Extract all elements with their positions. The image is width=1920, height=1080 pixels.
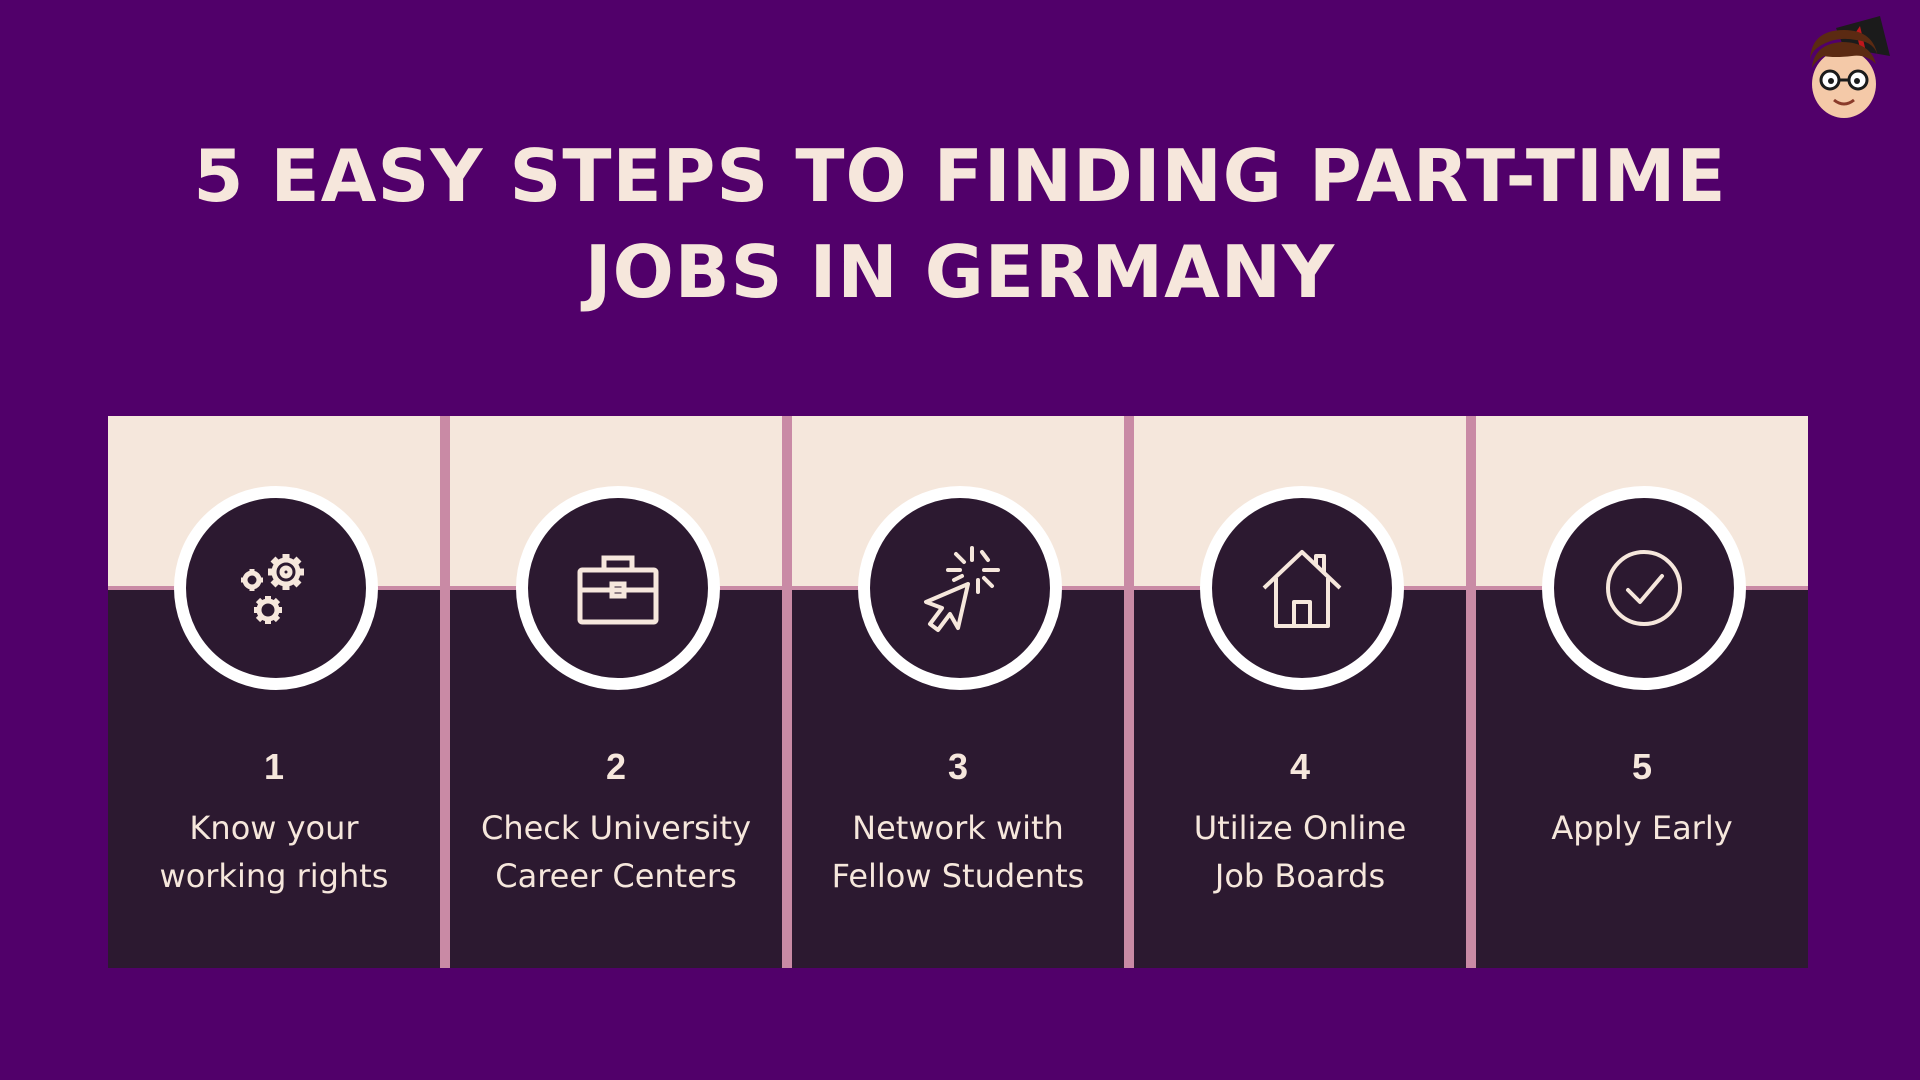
step-icon-circle — [1200, 486, 1404, 690]
step-label-line-2: working rights — [159, 857, 389, 895]
title-line-1: 5 EASY STEPS TO FINDING PART-TIME — [193, 134, 1727, 218]
step-label: Check University Career Centers — [460, 804, 772, 900]
gears-icon — [241, 554, 304, 624]
step-label-line-2: Career Centers — [495, 857, 737, 895]
step-label-line-2: Job Boards — [1214, 857, 1386, 895]
step-label-line-1: Know your — [189, 809, 359, 847]
step-number: 5 — [1631, 746, 1653, 787]
title-line-2: JOBS IN GERMANY — [584, 230, 1336, 314]
page-title: 5 EASY STEPS TO FINDING PART-TIME JOBS I… — [0, 128, 1920, 320]
step-icon-circle — [1542, 486, 1746, 690]
step-number: 3 — [947, 746, 969, 787]
step-label-line-1: Utilize Online — [1193, 809, 1407, 847]
step-card-1: 1 Know your working rights — [108, 416, 440, 968]
briefcase-icon — [577, 555, 659, 625]
step-card-5: 5 Apply Early — [1476, 416, 1808, 968]
step-card-2: 2 Check University Career Centers — [450, 416, 782, 968]
step-label-line-1: Check University — [480, 809, 752, 847]
step-label-line-1: Apply Early — [1551, 809, 1733, 847]
step-label: Utilize Online Job Boards — [1144, 804, 1456, 900]
step-number: 4 — [1289, 746, 1311, 787]
step-icon-circle — [858, 486, 1062, 690]
step-icon-circle — [516, 486, 720, 690]
house-icon — [1262, 550, 1342, 628]
check-circle-icon — [1606, 550, 1682, 626]
step-label: Know your working rights — [118, 804, 430, 900]
step-label-line-2: Fellow Students — [831, 857, 1085, 895]
step-number: 1 — [263, 746, 285, 787]
step-icon-circle — [174, 486, 378, 690]
step-number: 2 — [605, 746, 627, 787]
steps-panel: 1 Know your working rights 2 Check Unive… — [108, 416, 1808, 968]
step-label-line-1: Network with — [852, 809, 1064, 847]
step-label: Network with Fellow Students — [802, 804, 1114, 900]
cursor-click-icon — [924, 546, 1000, 632]
step-card-4: 4 Utilize Online Job Boards — [1134, 416, 1466, 968]
student-mascot-icon — [1796, 12, 1896, 130]
step-label: Apply Early — [1486, 804, 1798, 852]
step-card-3: 3 Network with Fellow Students — [792, 416, 1124, 968]
